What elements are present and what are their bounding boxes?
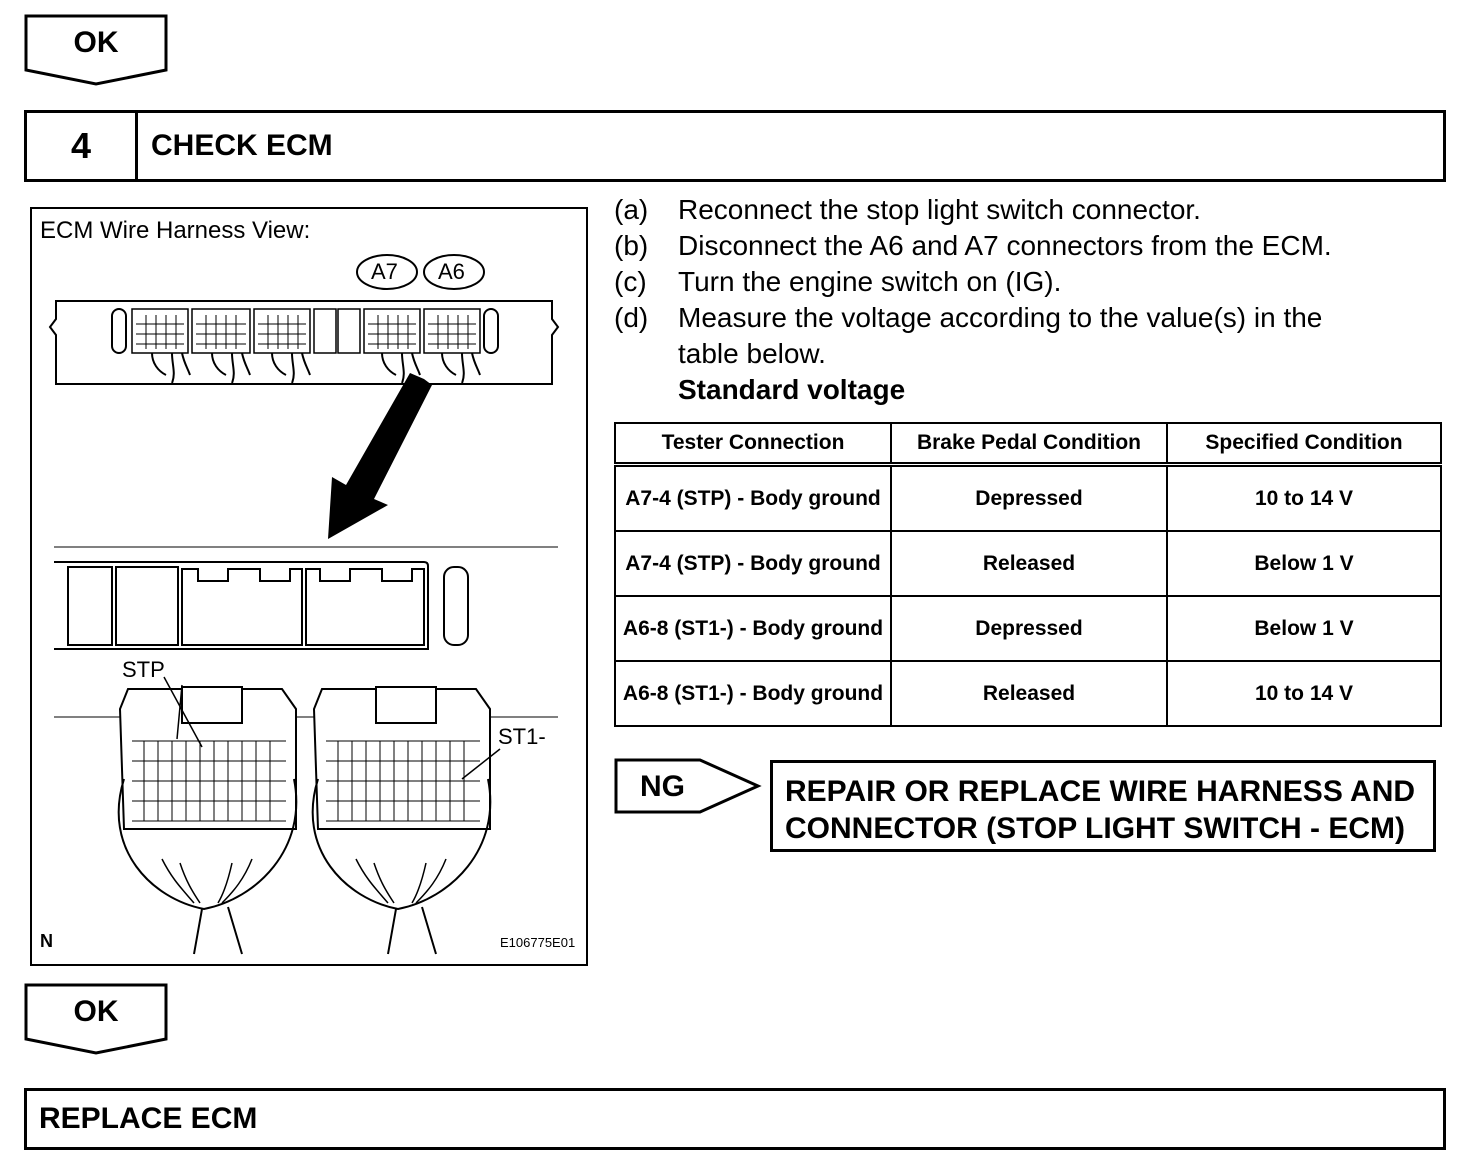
instruction-c: (c) Turn the engine switch on (IG).: [614, 264, 1434, 300]
instruction-b: (b) Disconnect the A6 and A7 connectors …: [614, 228, 1434, 264]
table-cell: Depressed: [890, 595, 1168, 662]
instruction-label: (c): [614, 266, 647, 297]
figure-code: E106775E01: [500, 935, 576, 950]
ng-arrow-shape: [614, 758, 762, 814]
standard-voltage-label: Standard voltage: [678, 374, 906, 405]
instruction-list: (a) Reconnect the stop light switch conn…: [614, 192, 1434, 408]
table-row: A7-4 (STP) - Body ground Released Below …: [614, 530, 1442, 597]
ng-action-line2: CONNECTOR (STOP LIGHT SWITCH - ECM): [785, 812, 1405, 845]
corner-n: N: [40, 931, 53, 951]
table-cell: A6-8 (ST1-) - Body ground: [614, 595, 892, 662]
bottom-ok-arrow: OK: [24, 983, 170, 1057]
figure-title: ECM Wire Harness View:: [40, 217, 311, 244]
instruction-text: Turn the engine switch on (IG).: [678, 266, 1062, 297]
column-header: Tester Connection: [614, 422, 892, 467]
instruction-label: (d): [614, 302, 649, 333]
table-cell: 10 to 14 V: [1166, 660, 1442, 727]
ng-label: NG: [640, 770, 685, 803]
label-a7: A7: [371, 259, 398, 284]
table-cell: 10 to 14 V: [1166, 463, 1442, 532]
table-cell: A6-8 (ST1-) - Body ground: [614, 660, 892, 727]
instruction-d: (d) Measure the voltage according to the…: [614, 300, 1434, 372]
ok-arrow-shape: [24, 983, 168, 1055]
bottom-ok-label: OK: [73, 995, 119, 1028]
table-row: A6-8 (ST1-) - Body ground Released 10 to…: [614, 660, 1442, 727]
ok-arrow-shape: [24, 14, 168, 86]
table-cell: A7-4 (STP) - Body ground: [614, 463, 892, 532]
final-action-box: REPLACE ECM: [24, 1088, 1446, 1150]
table-header-row: Tester Connection Brake Pedal Condition …: [614, 422, 1442, 467]
ecm-harness-illustration: [48, 254, 560, 955]
instruction-text: Reconnect the stop light switch connecto…: [678, 194, 1201, 225]
instruction-text: Measure the voltage according to the val…: [678, 302, 1323, 369]
instruction-text: Disconnect the A6 and A7 connectors from…: [678, 230, 1332, 261]
column-header: Brake Pedal Condition: [890, 422, 1168, 467]
table-cell: Released: [890, 660, 1168, 727]
table-row: A6-8 (ST1-) - Body ground Depressed Belo…: [614, 595, 1442, 662]
top-ok-arrow: OK: [24, 14, 170, 88]
label-a6: A6: [438, 259, 465, 284]
table-cell: Below 1 V: [1166, 595, 1442, 662]
table-cell: A7-4 (STP) - Body ground: [614, 530, 892, 597]
column-header: Specified Condition: [1166, 422, 1442, 467]
step-number: 4: [27, 113, 138, 179]
step-title: CHECK ECM: [151, 129, 333, 162]
ng-action-box: REPAIR OR REPLACE WIRE HARNESS AND CONNE…: [770, 760, 1436, 852]
instruction-label: (a): [614, 194, 649, 225]
table-cell: Depressed: [890, 463, 1168, 532]
table-row: A7-4 (STP) - Body ground Depressed 10 to…: [614, 463, 1442, 532]
label-stp: STP: [122, 657, 165, 682]
instruction-label: (b): [614, 230, 649, 261]
top-ok-label: OK: [73, 26, 119, 59]
table-cell: Below 1 V: [1166, 530, 1442, 597]
step-header: 4 CHECK ECM: [24, 110, 1446, 182]
instruction-a: (a) Reconnect the stop light switch conn…: [614, 192, 1434, 228]
ng-action-line1: REPAIR OR REPLACE WIRE HARNESS AND: [785, 775, 1416, 808]
final-action-label: REPLACE ECM: [39, 1102, 258, 1135]
spec-table: Tester Connection Brake Pedal Condition …: [614, 422, 1442, 727]
ecm-figure: ECM Wire Harness View:: [30, 207, 588, 966]
table-cell: Released: [890, 530, 1168, 597]
label-st1: ST1-: [498, 724, 546, 749]
